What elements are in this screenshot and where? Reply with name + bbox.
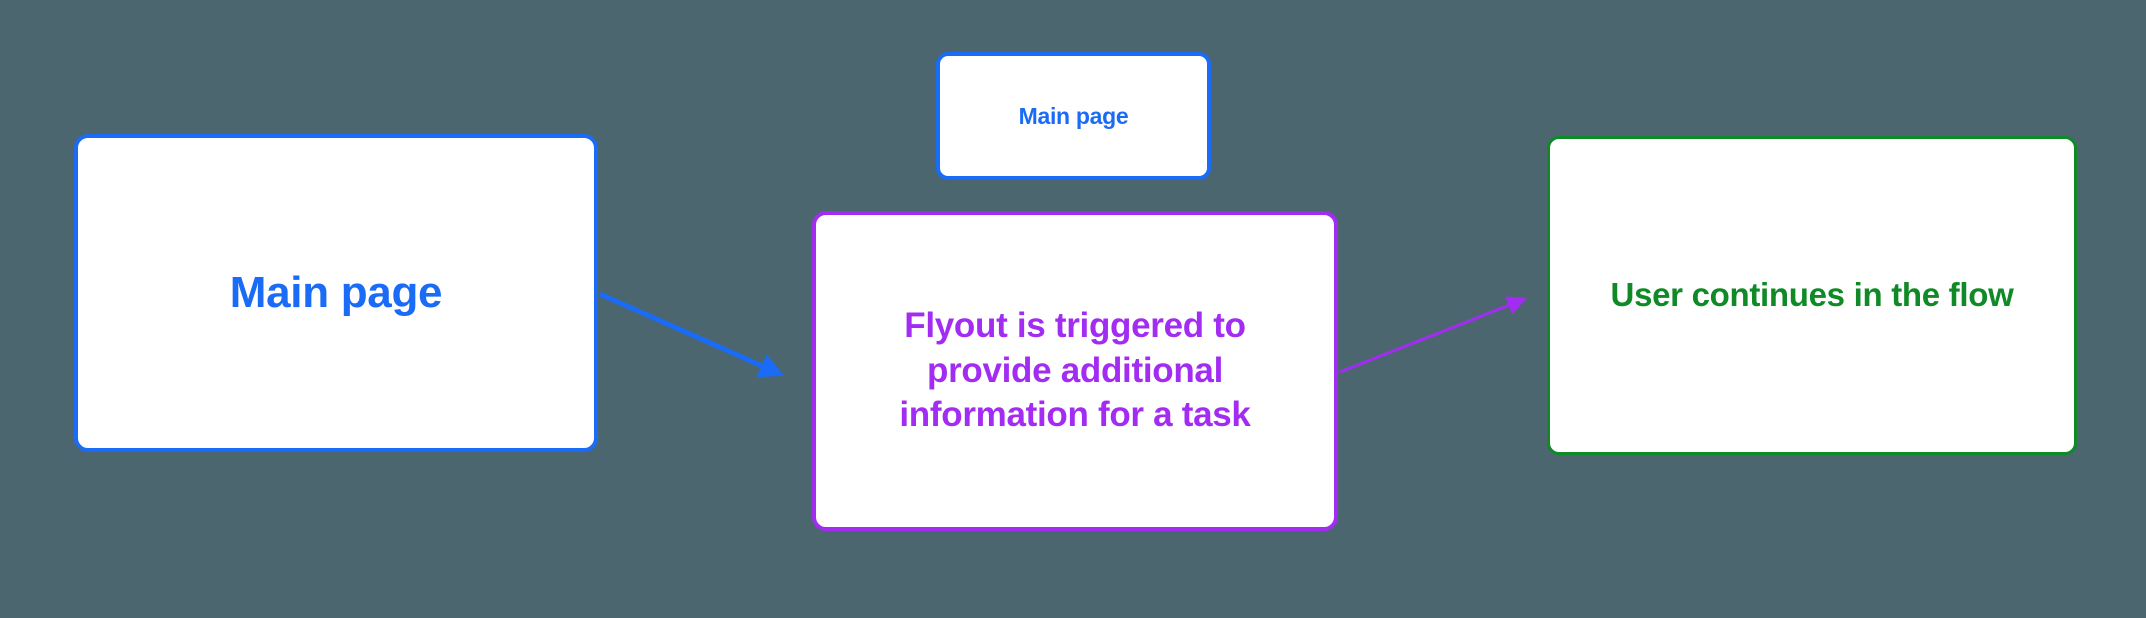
- connector-flyout-to-user-continues: [1339, 296, 1527, 374]
- node-main-page-small-label: Main page: [1018, 102, 1129, 129]
- node-main-page-small[interactable]: Main page: [936, 52, 1211, 180]
- node-user-continues[interactable]: User continues in the flow: [1547, 136, 2077, 455]
- node-main-page-large-label: Main page: [229, 268, 443, 318]
- connector-main-page-to-flyout: [598, 291, 785, 378]
- node-main-page-large[interactable]: Main page: [74, 134, 598, 452]
- node-flyout-label: Flyout is triggered to provide additiona…: [899, 305, 1251, 435]
- node-user-continues-label: User continues in the flow: [1610, 276, 2014, 314]
- node-flyout[interactable]: Flyout is triggered to provide additiona…: [812, 211, 1338, 531]
